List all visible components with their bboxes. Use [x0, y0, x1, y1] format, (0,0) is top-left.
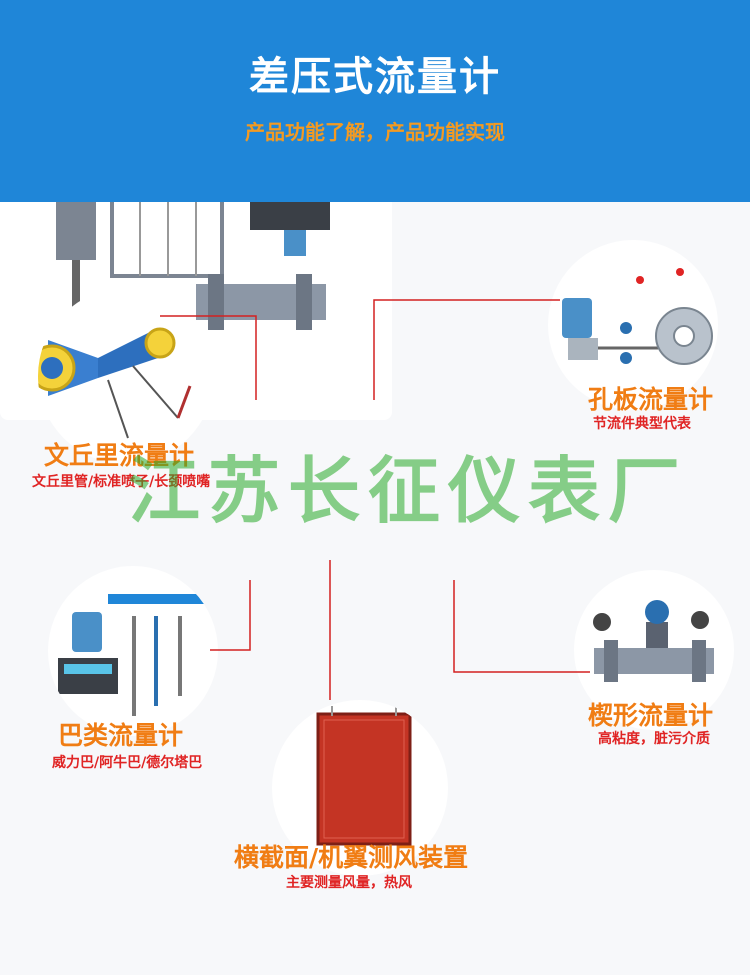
page-title: 差压式流量计 — [249, 54, 501, 100]
wedge-title: 楔形流量计 — [588, 701, 714, 730]
venturi-title: 文丘里流量计 — [44, 441, 195, 470]
venturi-meter-image — [38, 288, 214, 464]
wing-desc: 主要测量风量，热风 — [286, 875, 412, 891]
wedge-desc: 高粘度，脏污介质 — [598, 731, 710, 747]
venturi-desc: 文丘里管/标准喷子/长颈喷嘴 — [32, 474, 211, 490]
watermark-text: 江苏长征仪表厂 — [128, 448, 689, 533]
wing-title: 横截面/机翼测风装置 — [234, 843, 469, 872]
orifice-meter-image — [548, 240, 718, 410]
wedge-meter-image — [574, 570, 734, 730]
header-banner: 差压式流量计 产品功能了解，产品功能实现 — [0, 0, 750, 202]
orifice-desc: 节流件典型代表 — [593, 416, 691, 432]
page-subtitle: 产品功能了解，产品功能实现 — [245, 120, 505, 144]
orifice-title: 孔板流量计 — [588, 385, 714, 414]
annubar-desc: 威力巴/阿牛巴/德尔塔巴 — [52, 755, 203, 771]
annubar-title: 巴类流量计 — [58, 721, 184, 750]
wing-anemometer-image — [272, 700, 448, 876]
annubar-meter-image — [48, 566, 218, 736]
